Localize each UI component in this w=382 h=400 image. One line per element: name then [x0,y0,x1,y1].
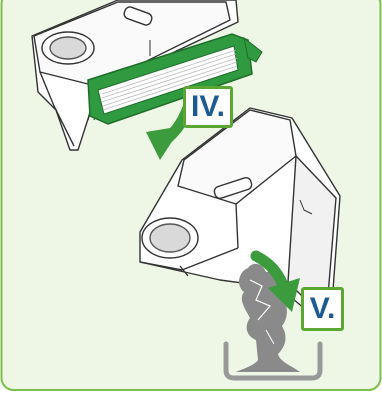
dust-cloud-icon [236,263,300,372]
curved-arrow-icon [250,250,300,312]
upper-dust-bin [31,0,239,151]
step-v-label: V. [301,287,344,331]
step-iv-label: IV. [183,86,233,128]
waste-tray-icon [223,341,323,381]
filter-icon [87,33,263,125]
